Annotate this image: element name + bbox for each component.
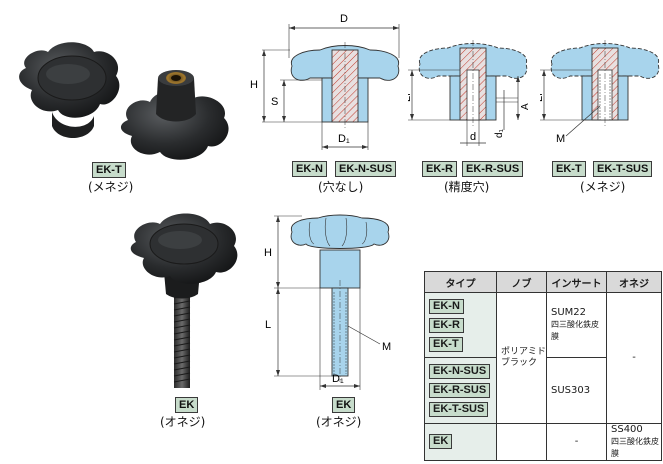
knob-material-line: ポリアミド <box>501 346 546 357</box>
type-cell-group1: EK-N EK-R EK-T <box>424 292 497 359</box>
type-tag: EK-R-SUS <box>429 383 491 399</box>
dim-m-label-t: M <box>556 133 565 145</box>
ekr-label: EK-R <box>422 161 457 177</box>
knob-ek-cell <box>496 422 547 462</box>
type-tag: EK <box>429 434 453 450</box>
ek-photo-label: EK <box>175 397 199 413</box>
ekr-section-drawing: Lf d₁ A d <box>408 40 531 146</box>
ek-dim-m-label: M <box>382 341 391 353</box>
dim-d-small-label: d <box>470 131 476 143</box>
type-tag: EK-T <box>429 336 463 352</box>
table-row: EK - SS400 四三酸化鉄皮膜 <box>424 422 662 462</box>
dim-d1-sub-label: d₁ <box>494 128 505 138</box>
dim-d-label: D <box>340 13 348 25</box>
ekt-caption: (メネジ) <box>580 180 626 194</box>
type-tag: EK-N <box>429 298 464 314</box>
insert-upper-line: 四三酸化鉄皮膜 <box>551 320 599 342</box>
ekt-sus-label: EK-T-SUS <box>593 161 653 177</box>
dim-lf-label: Lf <box>408 92 413 102</box>
male-thread-ek-line: SS400 <box>611 423 643 435</box>
dim-a-label: A <box>520 103 531 110</box>
insert-ek-cell: - <box>546 422 607 462</box>
dim-h-label: H <box>250 79 258 91</box>
type-cell-group2: EK-N-SUS EK-R-SUS EK-T-SUS <box>424 357 497 424</box>
type-cell-ek: EK <box>424 422 497 462</box>
ekt-photo-label: EK-T <box>92 162 126 178</box>
ekt-label: EK-T <box>552 161 586 177</box>
type-tag: EK-T-SUS <box>429 402 489 418</box>
ek-dim-h-label: H <box>264 247 272 259</box>
ek-dim-d1-label: D₁ <box>332 373 344 385</box>
table-row: EK-N EK-R EK-T ポリアミド ブラック SUM22 四三酸化鉄皮膜 … <box>424 292 662 424</box>
type-tag: EK-N-SUS <box>429 364 491 380</box>
dim-s-label: S <box>271 96 278 108</box>
ek-photo-caption: (オネジ) <box>160 415 206 429</box>
ekt-product-photo <box>19 42 229 160</box>
ek-product-photo <box>130 213 238 388</box>
male-thread-ek-cell: SS400 四三酸化鉄皮膜 <box>606 422 662 462</box>
ekt-photo-caption: (メネジ) <box>88 180 134 194</box>
ek-drawing-caption: (オネジ) <box>316 415 362 429</box>
table-row: EK-N-SUS EK-R-SUS EK-T-SUS SUS303 <box>424 357 662 424</box>
header-type: タイプ <box>424 270 497 294</box>
ekr-caption: (精度穴) <box>444 180 490 194</box>
ekt-section-drawing: Lf M <box>540 40 660 145</box>
table-header-row: タイプ ノブ インサート オネジ <box>424 270 662 294</box>
dim-d1-label: D₁ <box>338 133 350 145</box>
type-tag: EK-R <box>429 317 464 333</box>
dim-lf-label-t: Lf <box>540 92 545 102</box>
male-thread-ek-line: 四三酸化鉄皮膜 <box>611 436 659 458</box>
ek-dim-l-label: L <box>265 319 271 331</box>
ek-drawing-label: EK <box>332 397 356 413</box>
header-knob: ノブ <box>496 270 547 294</box>
header-insert: インサート <box>546 270 607 294</box>
ekn-caption: (穴なし) <box>318 180 364 194</box>
ekr-sus-label: EK-R-SUS <box>462 161 524 177</box>
knob-material-cell: ポリアミド ブラック <box>496 292 547 424</box>
insert-upper-line: SUM22 <box>551 307 587 319</box>
male-thread-upper-cell: - <box>606 292 662 424</box>
ekn-label: EK-N <box>292 161 327 177</box>
knob-material-line: ブラック <box>501 357 538 368</box>
ekn-sus-label: EK-N-SUS <box>335 161 397 177</box>
insert-lower-cell: SUS303 <box>546 357 607 424</box>
insert-upper-cell: SUM22 四三酸化鉄皮膜 <box>546 292 607 359</box>
ek-side-drawing: H L M D₁ <box>264 214 391 390</box>
spec-table: タイプ ノブ インサート オネジ EK-N EK-R EK-T ポリアミド ブラ… <box>424 270 662 462</box>
header-male-thread: オネジ <box>606 270 662 294</box>
ekn-section-drawing: D H S D₁ <box>250 13 400 150</box>
